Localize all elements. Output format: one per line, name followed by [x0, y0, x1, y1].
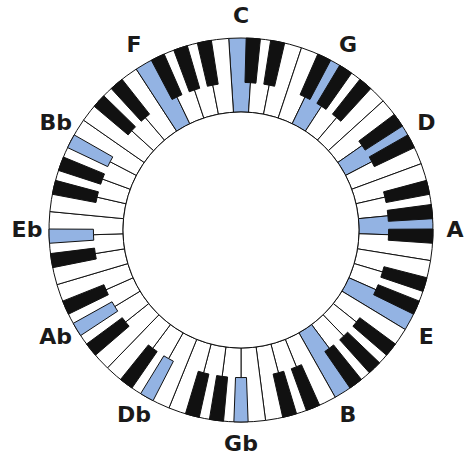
black-key [291, 365, 319, 411]
note-label: Db [117, 404, 151, 426]
highlighted-black-key [49, 229, 94, 243]
note-label: Bb [39, 112, 72, 134]
highlighted-black-key [234, 378, 248, 423]
black-key [50, 248, 96, 268]
note-label: G [339, 34, 357, 56]
black-key [197, 40, 218, 86]
note-label: B [340, 404, 357, 426]
black-key [374, 285, 420, 315]
black-key [387, 204, 432, 221]
black-key [63, 285, 109, 315]
highlighted-black-key [68, 135, 113, 167]
black-key [332, 79, 370, 121]
note-label: A [446, 219, 463, 241]
inner-circle [123, 112, 359, 348]
black-key [325, 345, 362, 388]
note-label: Gb [224, 433, 258, 455]
black-key [384, 180, 430, 202]
black-key [174, 46, 200, 92]
black-key [121, 345, 158, 388]
note-label: E [419, 326, 434, 348]
black-key [264, 40, 285, 86]
black-key [52, 180, 98, 202]
note-label: F [126, 34, 141, 56]
black-key [185, 371, 208, 417]
black-key [369, 135, 414, 167]
black-key [381, 267, 427, 292]
note-label: C [233, 5, 249, 27]
black-key [273, 371, 296, 417]
black-key [111, 79, 149, 121]
note-label: Eb [12, 219, 43, 241]
black-key [245, 38, 260, 83]
black-key [209, 376, 227, 422]
note-label: Ab [39, 326, 72, 348]
black-key [388, 229, 433, 243]
note-label: D [417, 112, 435, 134]
